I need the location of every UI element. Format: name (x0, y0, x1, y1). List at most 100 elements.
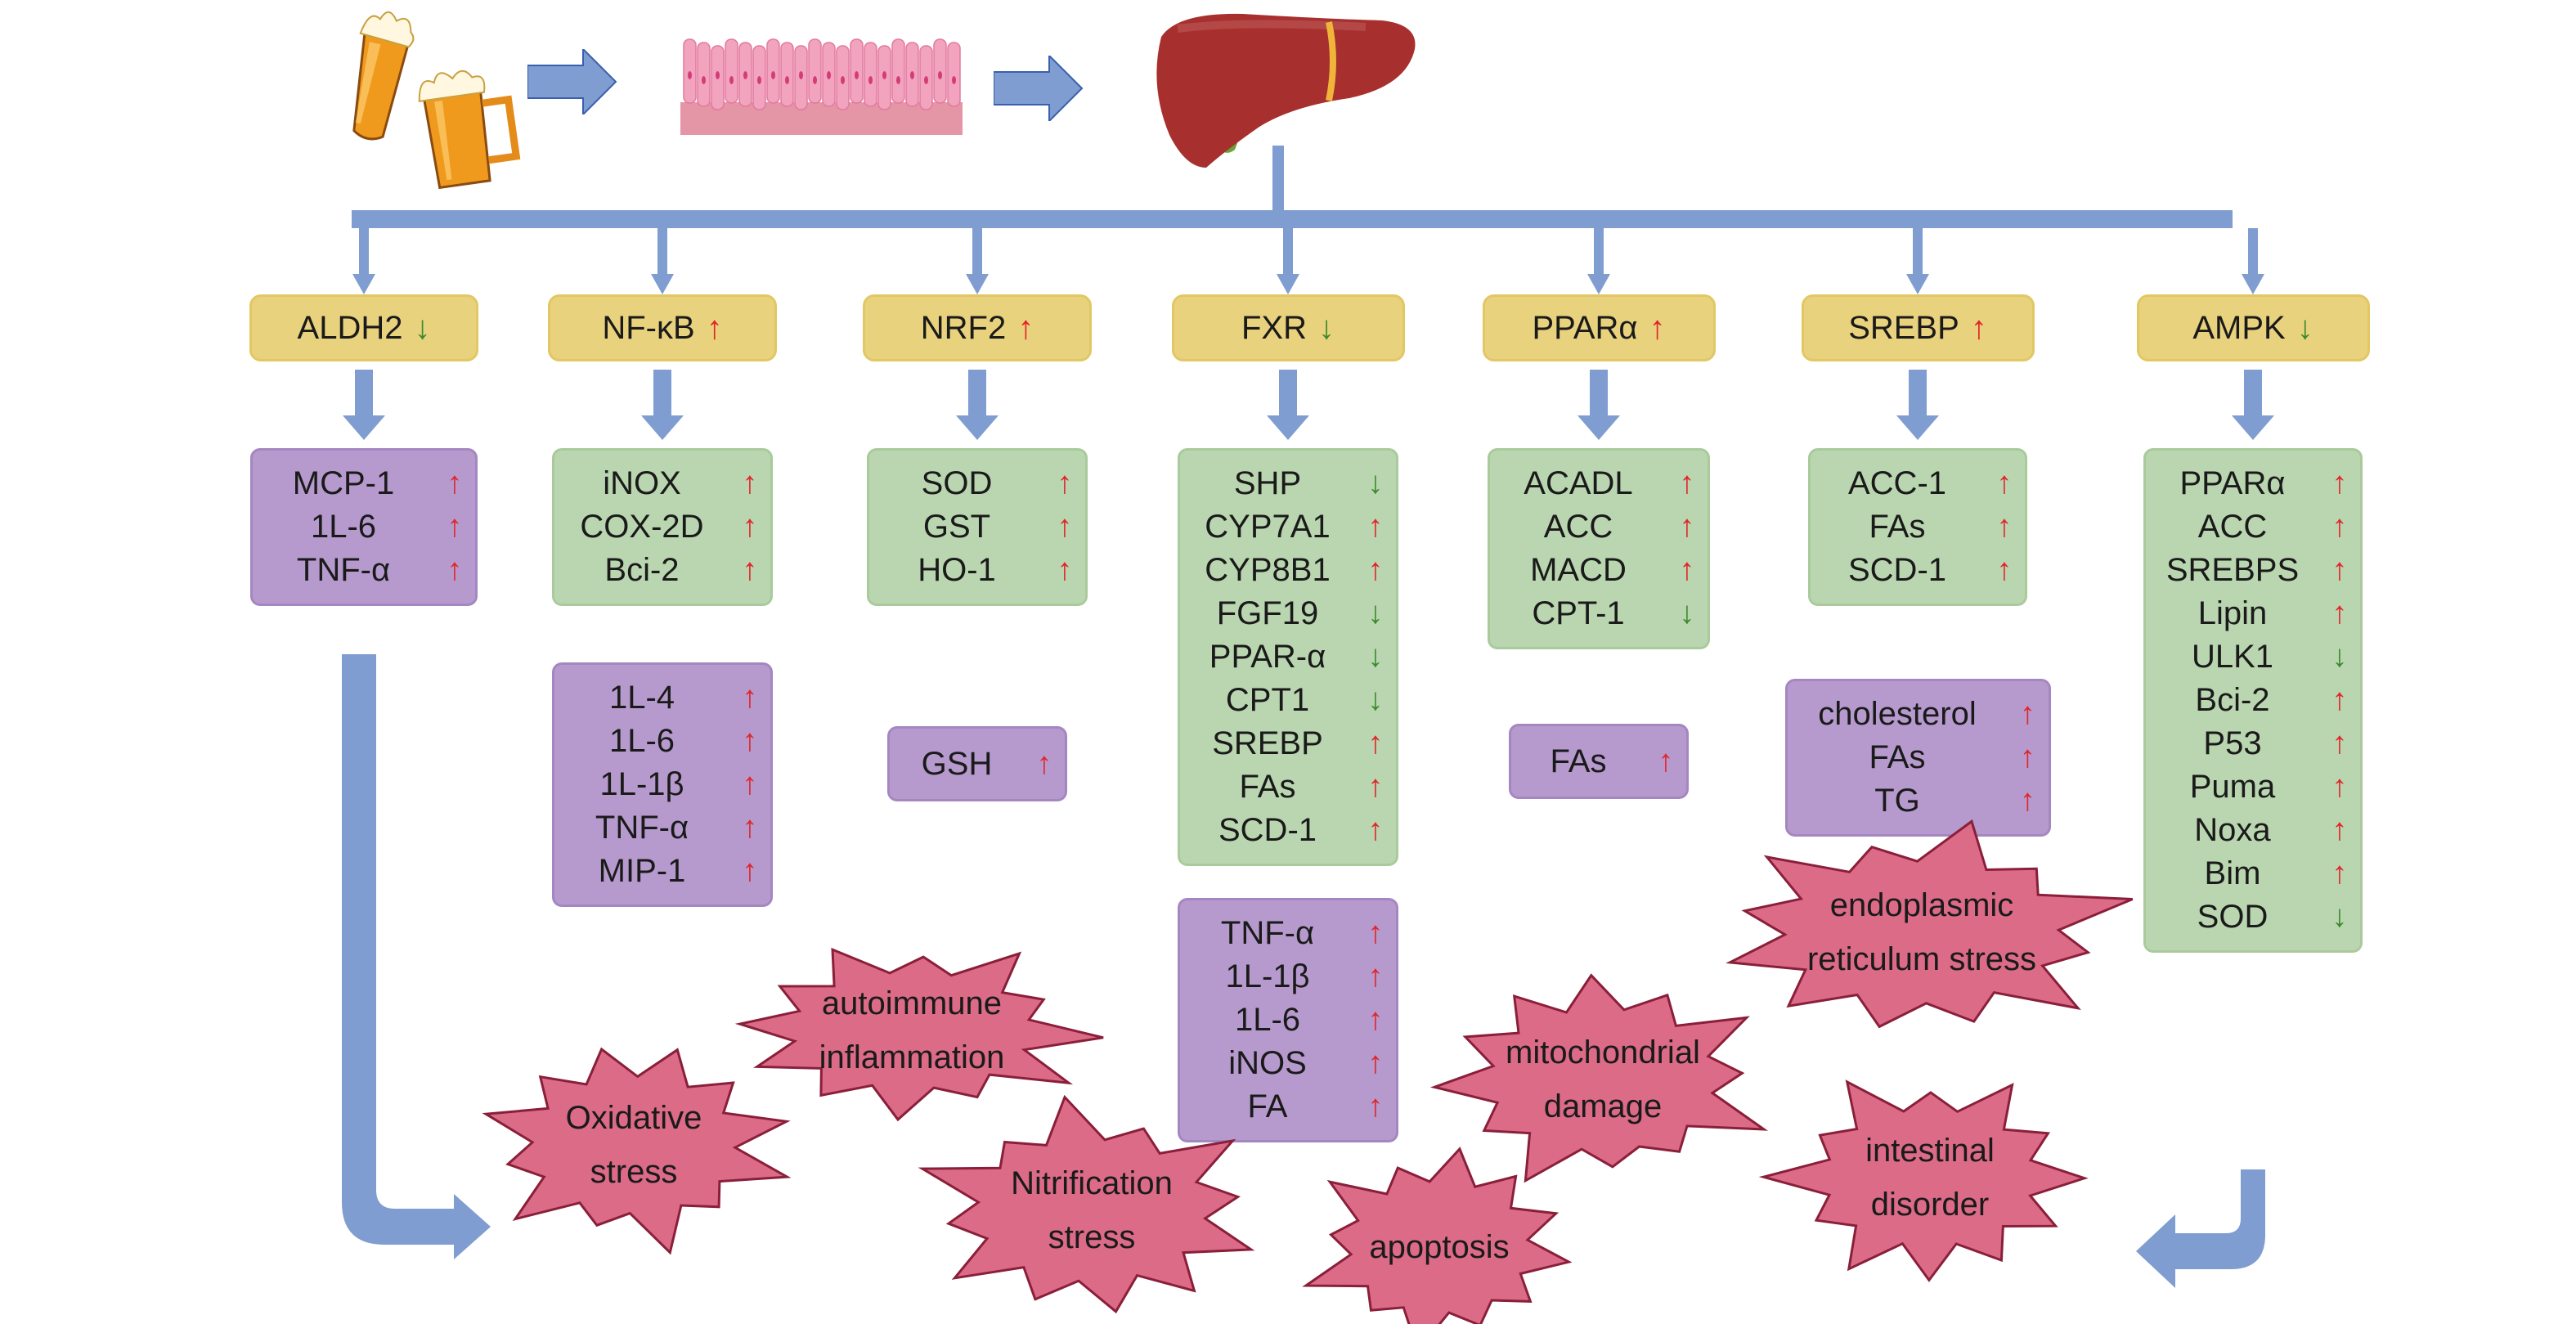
up-arrow-icon: ↑ (2331, 553, 2348, 587)
outcome-label-line: damage (1543, 1088, 1663, 1124)
box-connector-line (1909, 370, 1927, 417)
marker-label: Lipin (2197, 595, 2268, 631)
cell-nucleus (855, 71, 859, 79)
gene-connector-arrowhead (1277, 274, 1299, 294)
epithelium-icon (680, 38, 963, 135)
up-arrow-icon: ↑ (742, 680, 758, 715)
up-arrow-icon: ↑ (706, 309, 723, 346)
up-arrow-icon: ↑ (742, 466, 758, 500)
marker-label: 1L-6 (608, 723, 675, 759)
down-arrow-icon: ↓ (1367, 683, 1384, 717)
marker-row: ACADL↑ (1490, 462, 1708, 505)
beer-icon (352, 11, 521, 190)
flow-arrow-2 (993, 53, 1084, 123)
cell-nucleus (841, 76, 845, 84)
gene-connector-line (1913, 228, 1923, 276)
gene-connector-arrowhead (352, 274, 375, 294)
down-arrow-icon: ↓ (1367, 596, 1384, 631)
down-arrow-icon: ↓ (414, 309, 431, 346)
green-box-ampk: PPARα↑ACC↑SREBPS↑Lipin↑ULK1↓Bci-2↑P53↑Pu… (2143, 448, 2363, 953)
bent-arrow-left (342, 654, 491, 1259)
up-arrow-icon: ↑ (1367, 959, 1384, 994)
up-arrow-icon: ↑ (1367, 770, 1384, 804)
marker-label: HO-1 (918, 552, 996, 588)
marker-row: 1L-1β↑ (554, 763, 770, 806)
marker-label: MIP-1 (598, 853, 686, 889)
marker-label: FGF19 (1216, 595, 1319, 631)
marker-row: TNF-α↑ (253, 549, 475, 592)
starburst-autoimmune-inflammation (734, 947, 1104, 1122)
marker-label: SCD-1 (1847, 552, 1947, 588)
marker-row: 1L-6↑ (1180, 999, 1396, 1042)
liver-connector-line (1272, 146, 1284, 219)
marker-row: Puma↑ (2146, 765, 2360, 809)
marker-label: CPT1 (1225, 682, 1310, 718)
gene-box-nrf2: NRF2↑ (863, 294, 1092, 361)
marker-label: MCP-1 (292, 465, 395, 501)
marker-row: iNOX↑ (554, 462, 770, 505)
epithelial-cell (947, 42, 961, 107)
marker-row: SCD-1 ↑ (1811, 549, 2025, 592)
down-arrow-icon: ↓ (1367, 640, 1384, 674)
down-arrow-icon: ↓ (1679, 596, 1695, 631)
up-arrow-icon: ↑ (1367, 509, 1384, 544)
marker-label: FAs (1869, 739, 1926, 775)
marker-label: cholesterol (1818, 696, 1977, 732)
marker-label: 1L-4 (608, 680, 675, 716)
marker-label: ACC (1543, 509, 1613, 545)
up-arrow-icon: ↑ (2331, 726, 2348, 761)
up-arrow-icon: ↑ (742, 509, 758, 544)
gene-connector-line (657, 228, 667, 276)
down-arrow-icon: ↓ (1367, 466, 1384, 500)
gene-connector-arrowhead (1906, 274, 1929, 294)
marker-row: CYP8B1↑ (1180, 549, 1396, 592)
gene-box-ppar: PPARα↑ (1482, 294, 1716, 361)
marker-label: Bci-2 (2195, 682, 2270, 718)
up-arrow-icon: ↑ (742, 553, 758, 587)
gene-label: NF-κB (602, 309, 695, 346)
gene-connector-line (1283, 228, 1293, 276)
marker-row: SHP↓ (1180, 462, 1396, 505)
green-box-nfb: iNOX↑COX-2D↑Bci-2↑ (552, 448, 773, 606)
gene-box-srebp: SREBP↑ (1801, 294, 2035, 361)
gene-box-ampk: AMPK↓ (2136, 294, 2370, 361)
marker-label: ACADL (1524, 465, 1633, 501)
bent-arrow-right (2136, 1169, 2265, 1288)
epithelial-cell (808, 38, 822, 104)
marker-row: TNF-α↑ (1180, 912, 1396, 955)
box-connector-arrowhead (641, 415, 684, 440)
cell-nucleus (785, 76, 789, 84)
up-arrow-icon: ↑ (1970, 309, 1987, 346)
up-arrow-icon: ↑ (1679, 553, 1695, 587)
marker-label: Puma (2189, 769, 2276, 805)
cell-nucleus (799, 71, 803, 79)
right-arrow-icon (527, 47, 617, 117)
marker-row: iNOS↑ (1180, 1042, 1396, 1085)
marker-row: SOD↓ (2146, 895, 2360, 939)
gene-connector-line (1594, 228, 1604, 276)
marker-row: ACC-1↑ (1811, 462, 2025, 505)
purple-box-fxr: TNF-α↑1L-1β↑1L-6↑iNOS↑FA↑ (1178, 898, 1398, 1142)
up-arrow-icon: ↑ (447, 466, 463, 500)
marker-label: ULK1 (2191, 639, 2274, 675)
up-arrow-icon: ↑ (1996, 553, 2013, 587)
up-arrow-icon: ↑ (2331, 509, 2348, 544)
gene-connector-arrowhead (1587, 274, 1610, 294)
gene-connector-line (972, 228, 982, 276)
cell-nucleus (868, 76, 873, 84)
marker-label: PPAR-α (1209, 639, 1326, 675)
marker-row: GSH↑ (890, 743, 1065, 786)
up-arrow-icon: ↑ (742, 810, 758, 845)
box-connector-line (1279, 370, 1297, 417)
marker-row: MCP-1 ↑ (253, 462, 475, 505)
marker-label: ACC (2197, 509, 2268, 545)
marker-row: 1L-4 ↑ (554, 676, 770, 720)
outcome-label-line: disorder (1870, 1187, 1990, 1223)
cell-nucleus (882, 71, 886, 79)
marker-label: PPARα (2179, 465, 2286, 501)
beer-mugs-illustration (323, 4, 527, 192)
gene-connector-arrowhead (651, 274, 674, 294)
